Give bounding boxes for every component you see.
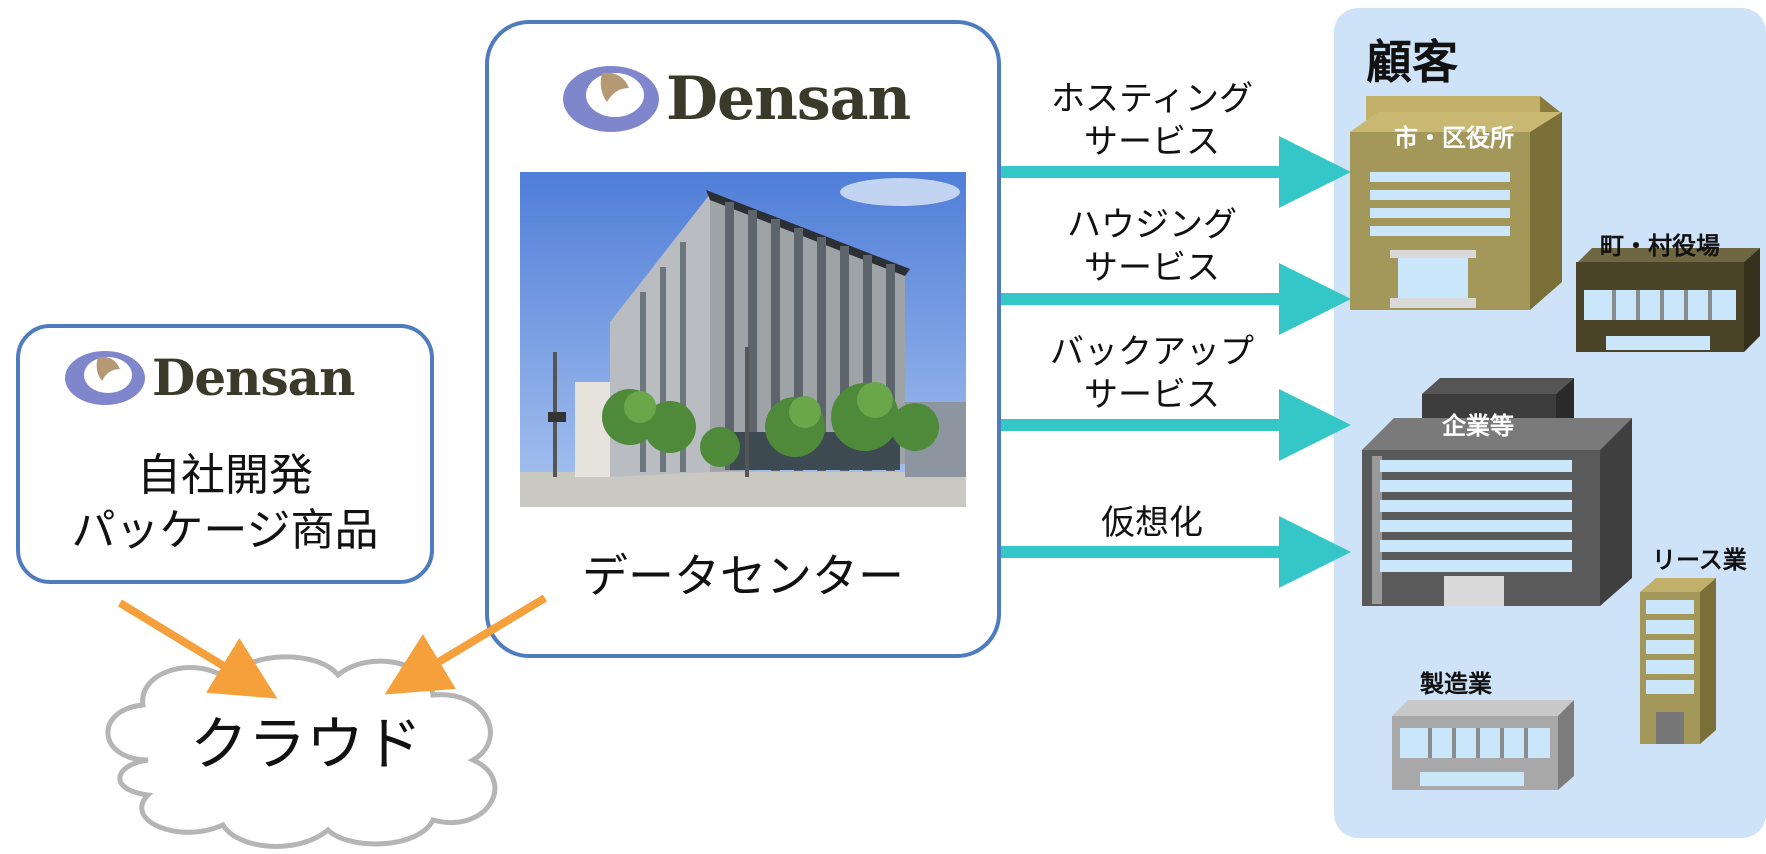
service-line-1: 仮想化 — [1101, 503, 1203, 543]
densan-logo-icon — [65, 350, 145, 405]
customer-title: 顧客 — [1366, 35, 1458, 89]
caption-line-2: パッケージ商品 — [71, 505, 379, 556]
service-label-backup: バックアップ サービス — [1022, 331, 1282, 417]
densan-logo-text: Densan — [666, 64, 911, 134]
cloud-shape — [105, 654, 498, 849]
service-label-housing: ハウジング サービス — [1022, 204, 1282, 290]
service-line-2: サービス — [1084, 375, 1220, 416]
data-center-caption: データセンター — [582, 549, 904, 603]
densan-logo-text: Densan — [152, 348, 355, 407]
service-line-2: サービス — [1084, 122, 1220, 163]
arrow-package-to-cloud — [117, 599, 278, 699]
service-line-2: サービス — [1084, 248, 1220, 289]
building-label-manufacturing: 製造業 — [1420, 670, 1492, 698]
service-line-1: バックアップ — [1050, 332, 1254, 372]
service-label-virtualization: 仮想化 — [1022, 502, 1282, 545]
corporate-building — [1362, 378, 1632, 606]
building-label-town-hall: 町・村役場 — [1600, 232, 1720, 260]
densan-logo-large: Densan — [562, 64, 911, 134]
cloud-label: クラウド — [189, 710, 422, 778]
caption-line-1: 自社開発 — [137, 450, 313, 501]
service-line-1: ハウジング — [1067, 205, 1237, 245]
city-hall-building — [1350, 96, 1562, 310]
densan-logo-icon — [563, 66, 659, 132]
building-label-city-hall: 市・区役所 — [1394, 124, 1514, 152]
data-center-building-photo — [520, 172, 966, 507]
service-line-1: ホスティング — [1051, 79, 1253, 119]
arrow-datacenter-to-cloud — [384, 594, 548, 695]
building-label-leasing: リース業 — [1652, 546, 1747, 574]
densan-logo-small: Densan — [64, 348, 355, 407]
leasing-building — [1640, 578, 1716, 744]
manufacturing-building — [1392, 700, 1574, 790]
service-label-hosting: ホスティング サービス — [1022, 78, 1282, 164]
building-label-corporate: 企業等 — [1442, 412, 1514, 440]
in-house-package-caption: 自社開発 パッケージ商品 — [20, 448, 430, 558]
town-hall-building — [1576, 248, 1760, 352]
